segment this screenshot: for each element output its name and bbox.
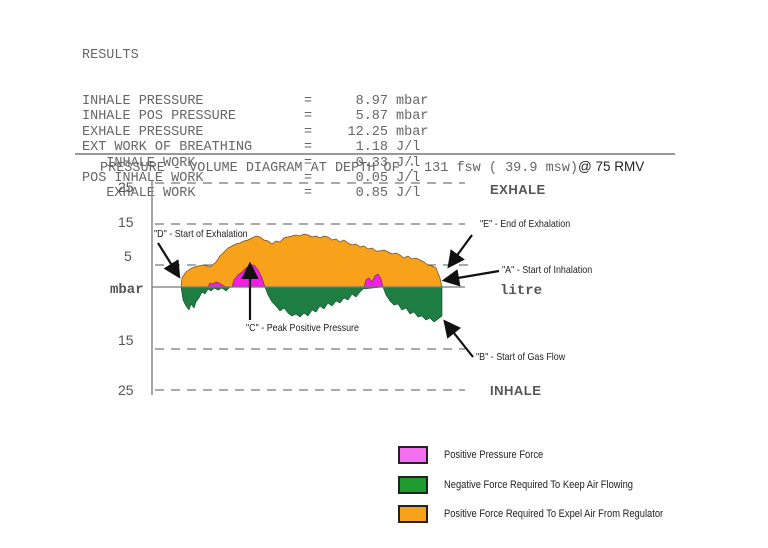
result-unit: mbar bbox=[396, 124, 429, 140]
result-unit: J/l bbox=[396, 171, 421, 187]
result-unit: mbar bbox=[396, 109, 429, 125]
result-row: INHALE PRESSURE = 8.97 mbar bbox=[82, 94, 428, 109]
result-eq: = bbox=[304, 186, 313, 202]
rmv-label: @ 75 RMV bbox=[577, 159, 645, 174]
result-eq: = bbox=[304, 155, 313, 171]
result-label: INHALE WORK bbox=[82, 155, 196, 171]
result-unit: J/l bbox=[396, 140, 421, 156]
result-unit: J/l bbox=[396, 155, 421, 171]
result-row: EXHALE PRESSURE = 12.25 mbar bbox=[82, 125, 428, 140]
result-value: 8.97 bbox=[355, 94, 388, 110]
result-value: 1.18 bbox=[355, 140, 388, 156]
result-row: POS INHALE WORK = 0.05 J/l bbox=[82, 171, 428, 186]
result-label: EXT WORK OF BREATHING bbox=[82, 140, 253, 156]
result-row: INHALE POS PRESSURE = 5.87 mbar bbox=[82, 109, 428, 124]
result-label: EXHALE WORK bbox=[82, 186, 196, 202]
result-value: 0.05 bbox=[355, 171, 388, 187]
divider bbox=[75, 153, 675, 155]
result-eq: = bbox=[304, 171, 313, 187]
result-value: 0.85 bbox=[355, 186, 388, 202]
y-tick-5-exhale: 5 bbox=[124, 248, 132, 264]
result-label: INHALE POS PRESSURE bbox=[82, 109, 236, 125]
legend-swatch-magenta bbox=[398, 446, 428, 464]
annotation-a: "A" - Start of Inhalation bbox=[502, 264, 593, 276]
exhale-label: EXHALE bbox=[490, 182, 546, 197]
result-value: 12.25 bbox=[347, 124, 388, 140]
result-eq: = bbox=[304, 109, 313, 125]
results-heading: RESULTS bbox=[82, 47, 139, 63]
y-tick-15-inhale: 15 bbox=[118, 332, 134, 348]
result-value: 5.87 bbox=[355, 109, 388, 125]
x-axis-label-litre: litre bbox=[500, 283, 543, 299]
result-row: EXHALE WORK = 0.85 J/l bbox=[82, 186, 428, 201]
inhale-area bbox=[180, 286, 443, 323]
result-eq: = bbox=[304, 140, 313, 156]
exhale-area bbox=[180, 233, 443, 288]
annotation-arrows bbox=[157, 234, 500, 358]
result-eq: = bbox=[304, 94, 313, 110]
annotation-e: "E" - End of Exhalation bbox=[480, 218, 571, 230]
y-tick-25-exhale: 25 bbox=[118, 179, 134, 195]
y-tick-25-inhale: 25 bbox=[118, 382, 134, 398]
result-unit: mbar bbox=[396, 94, 429, 110]
result-label: POS INHALE WORK bbox=[82, 171, 204, 187]
annotation-b: "B" - Start of Gas Flow bbox=[476, 351, 566, 363]
annotation-c: "C" - Peak Positive Pressure bbox=[246, 322, 359, 334]
legend-swatch-orange bbox=[398, 505, 428, 523]
result-row: EXT WORK OF BREATHING = 1.18 J/l bbox=[82, 140, 428, 155]
y-tick-15-exhale: 15 bbox=[118, 214, 134, 230]
result-value: 0.33 bbox=[355, 155, 388, 171]
legend-swatch-green bbox=[398, 476, 428, 494]
annotation-d: "D" - Start of Exhalation bbox=[154, 228, 248, 240]
legend-item-positive-pressure: Positive Pressure Force bbox=[398, 446, 561, 464]
result-label: EXHALE PRESSURE bbox=[82, 124, 204, 140]
inhale-label: INHALE bbox=[490, 383, 542, 398]
chart-title: PRESSURE - VOLUME DIAGRAM AT DEPTH OF : … bbox=[100, 159, 645, 176]
result-eq: = bbox=[304, 124, 313, 140]
legend-item-negative-force: Negative Force Required To Keep Air Flow… bbox=[398, 476, 666, 494]
result-row: INHALE WORK = 0.33 J/l bbox=[82, 156, 428, 171]
result-unit: J/l bbox=[396, 186, 421, 202]
y-axis-label-mbar: mbar bbox=[110, 282, 144, 298]
legend-item-positive-force: Positive Force Required To Expel Air Fro… bbox=[398, 505, 702, 523]
result-label: INHALE PRESSURE bbox=[82, 94, 204, 110]
